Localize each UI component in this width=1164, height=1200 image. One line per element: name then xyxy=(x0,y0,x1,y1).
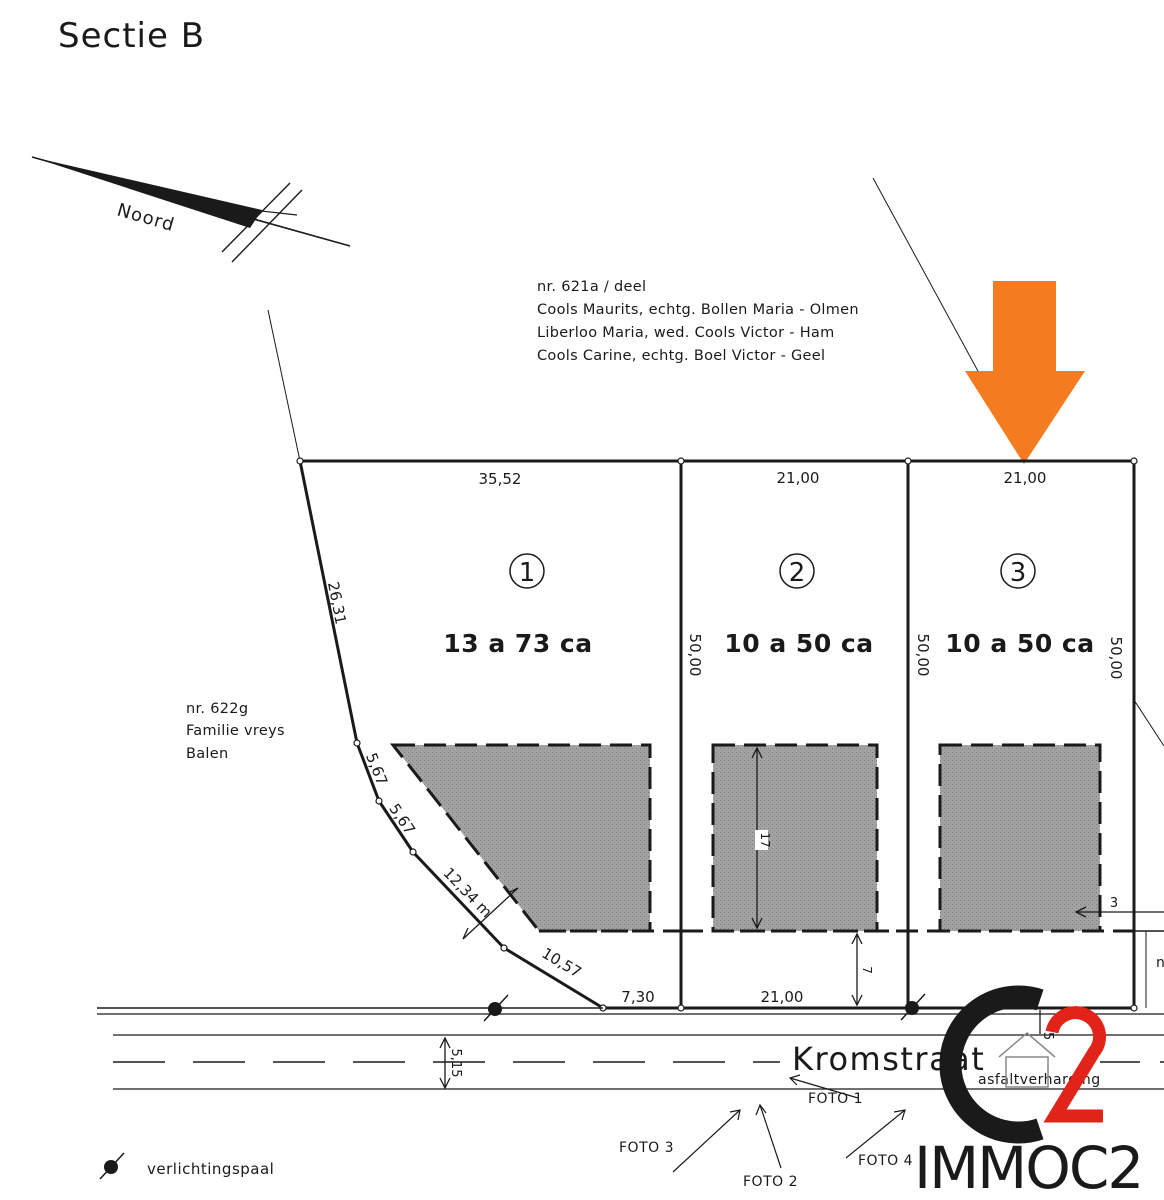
street-light-icon xyxy=(483,994,509,1022)
building-depth-label: 17 xyxy=(758,832,772,847)
depth-label-lot-3-right: 50,00 xyxy=(1107,637,1125,680)
legend: verlichtingspaal xyxy=(99,1152,274,1180)
building-zone-lot-3 xyxy=(938,743,1102,933)
curve-dim: 10,57 xyxy=(539,944,585,982)
photo-label: FOTO 1 xyxy=(808,1091,863,1107)
boundary-points xyxy=(296,457,1138,1012)
street-light-icon xyxy=(99,1152,125,1180)
lot-number-circle xyxy=(779,553,815,589)
owner-west: nr. 622g Familie vreys Balen xyxy=(186,701,285,762)
photo-label: FOTO 4 xyxy=(858,1153,913,1169)
north-label: Noord xyxy=(115,200,178,236)
immoc2-logo: IMMOC2 xyxy=(914,985,1144,1200)
owner-west-line: Balen xyxy=(186,746,228,762)
side-gap-label: 3 xyxy=(1110,896,1118,911)
lot-number: 2 xyxy=(789,558,806,588)
road-to-lot-label: 5 xyxy=(1040,1032,1055,1040)
lot-area: 10 a 50 ca xyxy=(945,629,1094,658)
building-depth-label-bg xyxy=(755,830,768,850)
photo-label: FOTO 3 xyxy=(619,1140,674,1156)
owner-north-line: Liberloo Maria, wed. Cools Victor - Ham xyxy=(537,325,835,341)
lot-3-front-width: 21,00 xyxy=(1004,469,1047,487)
neighbour-boundary-line xyxy=(1133,699,1164,747)
owner-west-line: Familie vreys xyxy=(186,723,285,739)
logo-red-two xyxy=(1043,1006,1107,1123)
orange-arrow-icon xyxy=(965,281,1085,464)
lot-1-front-width: 35,52 xyxy=(479,470,522,488)
lot-number: 1 xyxy=(519,558,536,588)
lot-number-circle xyxy=(509,553,545,589)
depth-label-lot-2-left: 50,00 xyxy=(686,634,704,677)
lot-1-street-width: 7,30 xyxy=(621,988,654,1006)
road-width-label: 5,15 xyxy=(448,1049,463,1078)
lot-area: 10 a 50 ca xyxy=(724,629,873,658)
street-light-icon xyxy=(900,993,926,1021)
curve-dim: 26,31 xyxy=(324,580,350,626)
lot-2-street-width: 21,00 xyxy=(761,988,804,1006)
photo-arrows xyxy=(672,1074,906,1173)
photo-label: FOTO 2 xyxy=(743,1174,798,1190)
lot-1: 1 13 a 73 ca xyxy=(443,553,592,658)
owner-north: nr. 621a / deel Cools Maurits, echtg. Bo… xyxy=(537,279,859,364)
building-zones xyxy=(389,743,1102,933)
section-title: Sectie B xyxy=(58,16,205,56)
building-zone-lot-2 xyxy=(711,743,879,933)
lot-number-circle xyxy=(1000,553,1036,589)
lot-number: 3 xyxy=(1010,558,1027,588)
owner-west-line: nr. 622g xyxy=(186,701,248,717)
lot-3: 3 10 a 50 ca xyxy=(945,553,1094,658)
logo-dark-arc xyxy=(939,985,1044,1144)
lot-area: 13 a 73 ca xyxy=(443,629,592,658)
lot-2: 2 10 a 50 ca xyxy=(724,553,873,658)
brand-text: IMMOC2 xyxy=(914,1134,1142,1200)
legend-label: verlichtingspaal xyxy=(147,1160,274,1178)
lot-2-front-width: 21,00 xyxy=(777,469,820,487)
house-icon xyxy=(998,1032,1056,1088)
edge-fragment: n xyxy=(1156,955,1164,971)
north-arrow-icon: Noord xyxy=(31,156,351,263)
curve-dim: 12,34 m xyxy=(439,864,495,921)
depth-label-lot-3-left: 50,00 xyxy=(914,634,932,677)
owner-north-line: Cools Maurits, echtg. Bollen Maria - Olm… xyxy=(537,302,859,318)
building-zone-lot-1 xyxy=(389,743,652,933)
neighbour-boundary-line xyxy=(267,309,301,462)
owner-north-line: nr. 621a / deel xyxy=(537,279,646,295)
lot-boundaries xyxy=(298,459,1136,1010)
owner-north-line: Cools Carine, echtg. Boel Victor - Geel xyxy=(537,348,825,364)
setback-label: 7 xyxy=(860,966,874,974)
